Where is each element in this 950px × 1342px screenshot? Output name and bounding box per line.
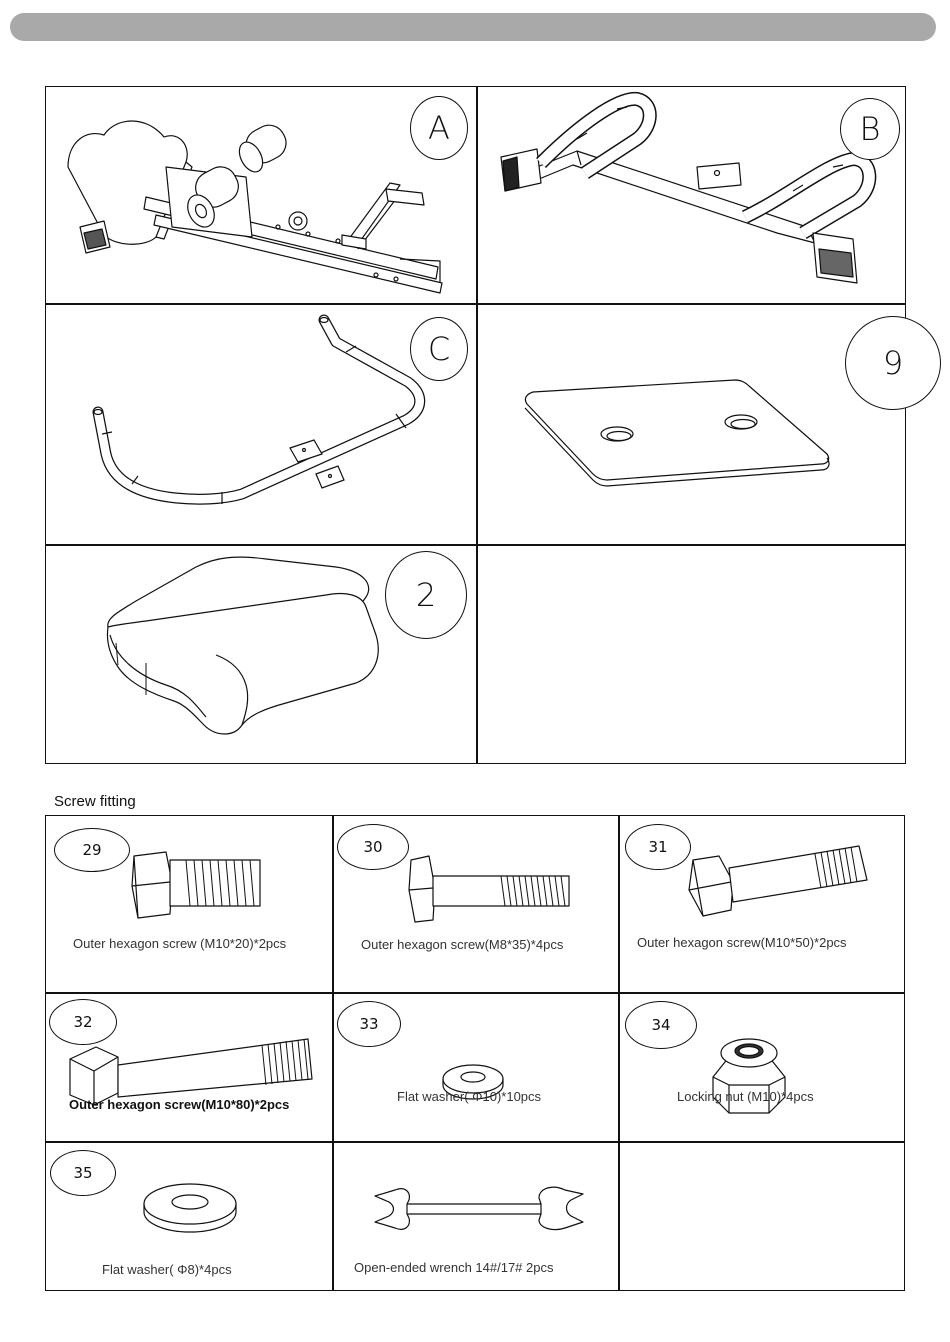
fitting-cell-wrench: Open-ended wrench 14#/17# 2pcs bbox=[333, 1142, 619, 1292]
fitting-cell-34: 34 Locking nut (M10)*4pcs bbox=[619, 993, 905, 1141]
fittings-grid: 29 Outer hexagon screw (M10*20)*2pcs 30 … bbox=[45, 815, 905, 1291]
fitting-caption-30: Outer hexagon screw(M8*35)*4pcs bbox=[361, 937, 563, 952]
fitting-caption-33: Flat washer( Φ10)*10pcs bbox=[397, 1089, 541, 1104]
part-label-9: 9 bbox=[845, 316, 941, 410]
part-label-2: 2 bbox=[385, 551, 467, 639]
part-label-c: C bbox=[410, 317, 468, 381]
fitting-caption-wrench: Open-ended wrench 14#/17# 2pcs bbox=[354, 1260, 553, 1275]
fitting-number-32: 32 bbox=[49, 999, 117, 1045]
fitting-caption-32: Outer hexagon screw(M10*80)*2pcs bbox=[69, 1097, 289, 1112]
fitting-caption-31: Outer hexagon screw(M10*50)*2pcs bbox=[637, 935, 847, 950]
fitting-caption-34: Locking nut (M10)*4pcs bbox=[677, 1089, 814, 1104]
section-title: Screw fitting bbox=[54, 793, 136, 810]
part-label-b: B bbox=[840, 98, 900, 160]
fitting-number-35: 35 bbox=[50, 1150, 116, 1196]
fitting-caption-35: Flat washer( Φ8)*4pcs bbox=[102, 1262, 232, 1277]
parts-grid: A B bbox=[45, 86, 906, 764]
fitting-number-34: 34 bbox=[625, 1001, 697, 1049]
part-cell-2: 2 bbox=[46, 545, 476, 765]
header-bar bbox=[10, 13, 936, 41]
fitting-cell-35: 35 Flat washer( Φ8)*4pcs bbox=[46, 1142, 332, 1292]
part-label-a: A bbox=[410, 96, 468, 160]
fitting-number-29: 29 bbox=[54, 828, 130, 872]
part-cell-b: B bbox=[477, 87, 907, 303]
fitting-caption-29: Outer hexagon screw (M10*20)*2pcs bbox=[73, 936, 286, 951]
empty-cell bbox=[477, 545, 907, 765]
plate-icon bbox=[477, 304, 907, 544]
empty-cell bbox=[619, 1142, 905, 1292]
part-cell-9: 9 bbox=[477, 304, 907, 544]
fitting-cell-31: 31 Outer hexagon screw(M10*50)*2pcs bbox=[619, 816, 905, 992]
fitting-cell-29: 29 Outer hexagon screw (M10*20)*2pcs bbox=[46, 816, 332, 992]
fitting-number-31: 31 bbox=[625, 824, 691, 870]
fitting-cell-33: 33 Flat washer( Φ10)*10pcs bbox=[333, 993, 619, 1141]
fitting-cell-30: 30 Outer hexagon screw(M8*35)*4pcs bbox=[333, 816, 619, 992]
fitting-number-33: 33 bbox=[337, 1001, 401, 1047]
part-cell-a: A bbox=[46, 87, 476, 303]
part-cell-c: C bbox=[46, 304, 476, 544]
fitting-number-30: 30 bbox=[337, 824, 409, 870]
fitting-cell-32: 32 Outer hexagon screw(M10*80)*2pcs bbox=[46, 993, 332, 1141]
